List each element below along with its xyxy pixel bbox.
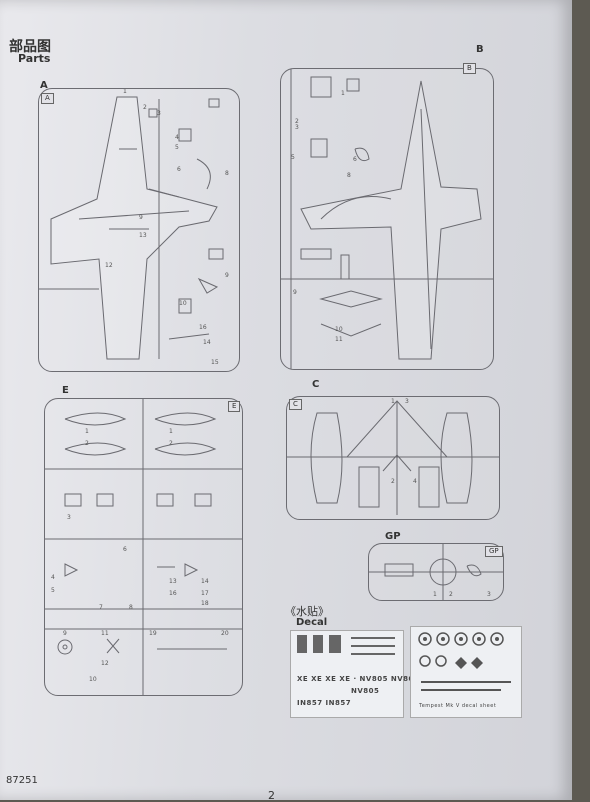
svg-text:18: 18 <box>201 600 209 607</box>
decal-title-en: Decal <box>296 617 328 628</box>
svg-text:1: 1 <box>341 90 345 97</box>
svg-text:19: 19 <box>149 630 157 637</box>
svg-text:2: 2 <box>391 478 395 485</box>
svg-text:2: 2 <box>449 591 453 598</box>
svg-text:9: 9 <box>293 289 297 296</box>
svg-text:5: 5 <box>291 154 295 161</box>
sprue-gp-parts-drawing: 1 2 3 <box>369 544 503 600</box>
svg-text:14: 14 <box>203 339 211 346</box>
decal-serials-row-3: IN857 IN857 <box>297 699 352 707</box>
svg-text:9: 9 <box>63 630 67 637</box>
svg-text:10: 10 <box>179 300 187 307</box>
svg-text:10: 10 <box>89 676 97 683</box>
svg-text:2: 2 <box>295 118 299 125</box>
sprue-b-tag: B <box>463 63 476 74</box>
decal-serials-row-2: NV805 <box>351 687 380 695</box>
sprue-gp-frame: GP 1 2 3 <box>368 543 504 601</box>
svg-text:12: 12 <box>105 262 113 269</box>
svg-text:4: 4 <box>51 574 55 581</box>
svg-text:1: 1 <box>123 89 127 95</box>
svg-text:2: 2 <box>85 440 89 447</box>
svg-text:11: 11 <box>101 630 109 637</box>
svg-text:9: 9 <box>139 214 143 221</box>
page-number: 2 <box>268 789 275 802</box>
svg-text:13: 13 <box>139 232 147 239</box>
sprue-c-parts-drawing: 1 3 2 4 <box>287 398 499 515</box>
svg-text:15: 15 <box>211 359 219 366</box>
svg-text:4: 4 <box>413 478 417 485</box>
svg-text:10: 10 <box>335 326 343 333</box>
parts-title-en: Parts <box>18 52 51 65</box>
sprue-a-letter: A <box>40 80 48 91</box>
svg-text:3: 3 <box>405 398 409 405</box>
decal-sheet-2: Tempest Mk V decal sheet <box>410 626 522 718</box>
sprue-c-tag: C <box>289 399 302 410</box>
svg-text:13: 13 <box>169 578 177 585</box>
svg-text:3: 3 <box>67 514 71 521</box>
svg-text:12: 12 <box>101 660 109 667</box>
sprue-e-tag: E <box>228 401 241 412</box>
svg-text:1: 1 <box>433 591 437 598</box>
sprue-b-letter: B <box>476 44 484 55</box>
svg-text:16: 16 <box>169 590 177 597</box>
kit-number: 87251 <box>6 775 38 786</box>
svg-text:9: 9 <box>225 272 229 279</box>
sprue-gp-tag: GP <box>485 546 503 557</box>
svg-text:1: 1 <box>391 398 395 405</box>
svg-text:11: 11 <box>335 336 343 343</box>
svg-text:1: 1 <box>85 428 89 435</box>
svg-text:6: 6 <box>353 156 357 163</box>
decal-sheet-2-roundels <box>418 632 511 691</box>
parts-title-cn: 部品图 <box>9 39 51 55</box>
svg-text:7: 7 <box>99 604 103 611</box>
sprue-c-letter: C <box>312 379 320 390</box>
svg-text:16: 16 <box>199 324 207 331</box>
svg-text:8: 8 <box>129 604 133 611</box>
sprue-b-parts-drawing: 1 23 5 6 8 9 10 11 <box>281 69 493 369</box>
sprue-gp-letter: GP <box>385 531 401 542</box>
svg-text:20: 20 <box>221 630 229 637</box>
svg-text:8: 8 <box>225 170 229 177</box>
svg-text:3: 3 <box>295 124 299 131</box>
svg-text:3: 3 <box>157 110 161 117</box>
svg-text:6: 6 <box>123 546 127 553</box>
decal-sheet-2-caption: Tempest Mk V decal sheet <box>419 703 497 709</box>
svg-text:8: 8 <box>347 172 351 179</box>
sprue-c-frame: C 1 3 2 4 <box>286 396 500 520</box>
svg-text:4: 4 <box>175 134 179 141</box>
decal-title-cn: 《水贴》 <box>285 605 329 618</box>
svg-text:6: 6 <box>177 166 181 173</box>
sprue-e-letter: E <box>62 385 69 396</box>
svg-text:3: 3 <box>487 591 491 598</box>
svg-text:2: 2 <box>169 440 173 447</box>
decal-sheet-1: XE XE XE XE · NV805 NV805 NV805 IN857 IN… <box>290 630 419 718</box>
sprue-a-tag: A <box>41 93 54 104</box>
svg-text:17: 17 <box>201 590 209 597</box>
decal-sheet-1-art <box>297 635 395 655</box>
svg-text:5: 5 <box>51 587 55 594</box>
svg-text:5: 5 <box>175 144 179 151</box>
svg-text:2: 2 <box>143 104 147 111</box>
svg-text:1: 1 <box>169 428 173 435</box>
decal-serials-row-1: XE XE XE XE · NV805 NV805 <box>297 675 420 683</box>
svg-text:14: 14 <box>201 578 209 585</box>
